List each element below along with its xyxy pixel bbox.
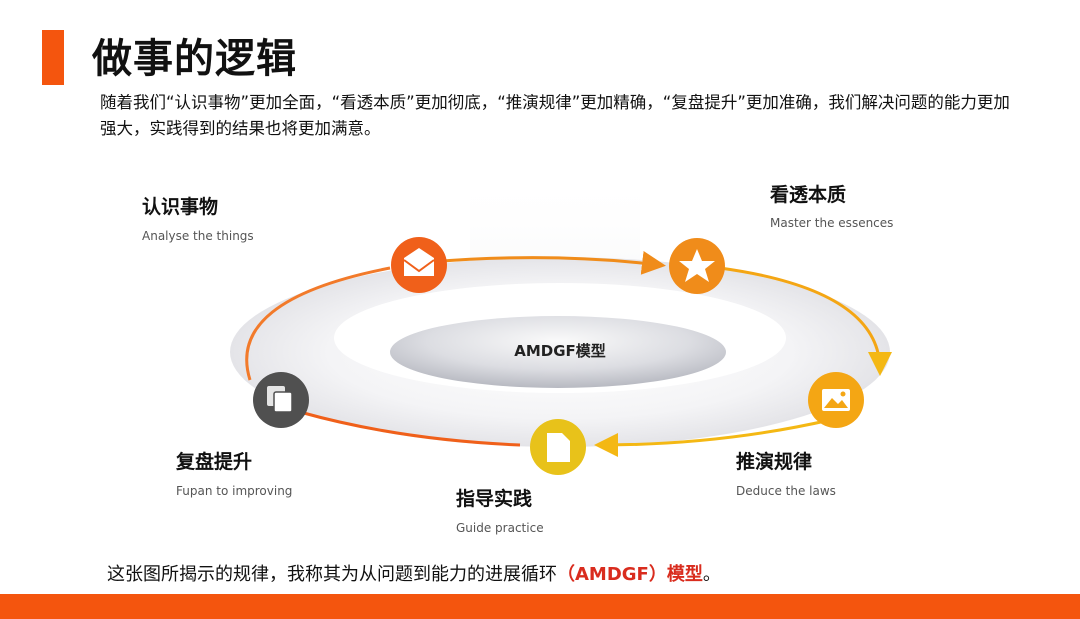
- step-title-deduce: 推演规律: [736, 451, 813, 473]
- step-node-deduce: [808, 372, 864, 428]
- page-title: 做事的逻辑: [92, 36, 297, 82]
- step-subtitle-guide: Guide practice: [456, 521, 544, 535]
- step-node-master: [669, 238, 725, 294]
- step-subtitle-analyse: Analyse the things: [142, 229, 254, 243]
- step-subtitle-deduce: Deduce the laws: [736, 484, 836, 498]
- arrow-left: [245, 266, 391, 381]
- step-title-fupan: 复盘提升: [176, 451, 253, 473]
- conclusion-highlight: （AMDGF）模型: [557, 564, 703, 585]
- title-accent-bar: [42, 30, 64, 85]
- step-title-analyse: 认识事物: [142, 196, 219, 218]
- arrow-top: [429, 250, 666, 275]
- step-node-guide: [530, 419, 586, 475]
- step-subtitle-master: Master the essences: [770, 216, 894, 230]
- star-icon: [679, 249, 715, 282]
- step-subtitle-fupan: Fupan to improving: [176, 484, 293, 498]
- bottom-accent-bar: [0, 594, 1080, 619]
- document-icon: [547, 433, 570, 462]
- step-node-analyse: [391, 237, 447, 293]
- step-title-guide: 指导实践: [456, 488, 533, 510]
- step-node-fupan: [253, 372, 309, 428]
- image-icon: [822, 389, 850, 411]
- intro-paragraph: 随着我们“认识事物”更加全面，“看透本质”更加彻底，“推演规律”更加精确，“复盘…: [100, 93, 1010, 138]
- model-center-label: AMDGF模型: [514, 342, 606, 360]
- arrow-right-upper: [719, 266, 892, 376]
- arrow-bottom-right: [594, 418, 831, 457]
- step-title-master: 看透本质: [770, 184, 847, 206]
- copy-icon: [267, 386, 293, 413]
- conclusion-main: 这张图所揭示的规律，我称其为从问题到能力的进展循环: [107, 564, 557, 585]
- envelope-icon: [403, 248, 435, 276]
- conclusion-text: 这张图所揭示的规律，我称其为从问题到能力的进展循环（AMDGF）模型。: [107, 560, 721, 586]
- core-disc: [390, 316, 726, 388]
- conclusion-end: 。: [702, 564, 721, 585]
- arrow-bottom-left: [299, 410, 521, 447]
